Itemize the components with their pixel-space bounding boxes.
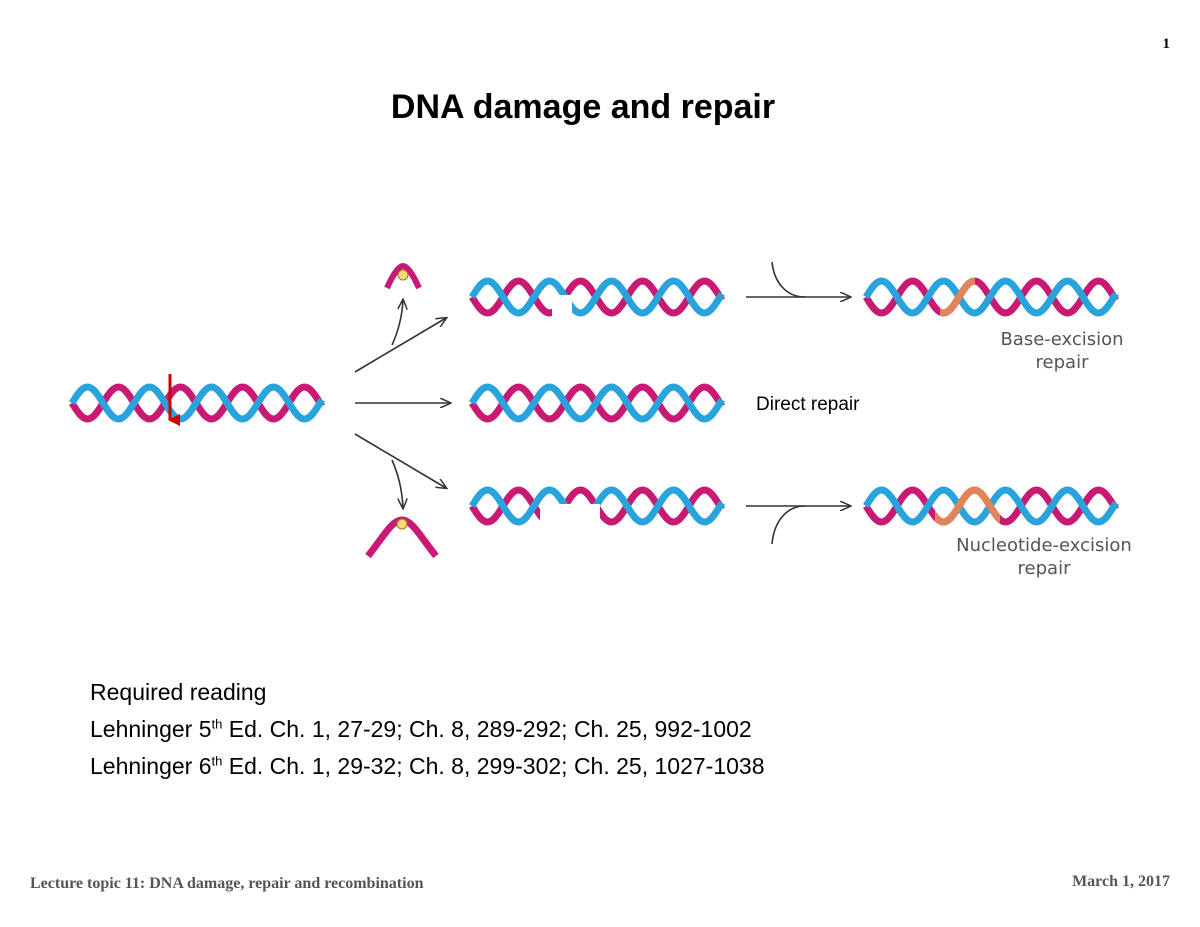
- reading-line-5th: Lehninger 5th Ed. Ch. 1, 27-29; Ch. 8, 2…: [90, 716, 752, 742]
- footer-date: March 1, 2017: [1072, 873, 1170, 890]
- dna-nucleotide-excision-repaired: [863, 486, 1119, 526]
- dna-base-excision-repaired: [863, 277, 1119, 317]
- direct-repair-label: Direct repair: [756, 394, 860, 415]
- excised-oligonucleotide: [365, 516, 439, 559]
- nucleotide-excision-label-1: Nucleotide-excision: [956, 535, 1132, 556]
- nucleotide-excision-label-2: repair: [1018, 558, 1072, 579]
- reading-line-6th: Lehninger 6th Ed. Ch. 1, 29-32; Ch. 8, 2…: [90, 753, 765, 779]
- excised-base-fragment: [384, 262, 422, 290]
- arrow-base-excision-inlet: [771, 261, 806, 298]
- dna-damaged: [69, 383, 325, 423]
- dna-base-excision-intermediate: [469, 277, 725, 317]
- strand-gap: [540, 504, 600, 526]
- arrow-to-nucleotide-excision: [354, 433, 446, 488]
- strand-blue: [863, 277, 1119, 317]
- footer-lecture-topic: Lecture topic 11: DNA damage, repair and…: [30, 875, 424, 892]
- base-excision-label-1: Base-excision: [1000, 329, 1123, 350]
- dna-repair-diagram: Base-excision repair Direct repair Nucle…: [69, 261, 1132, 579]
- repaired-segment: [935, 486, 1000, 526]
- strand-blue: [469, 277, 725, 317]
- page-number: 1: [1162, 36, 1171, 52]
- arrow-nucleotide-excision-inlet: [771, 505, 806, 545]
- slide-title: DNA damage and repair: [390, 88, 776, 126]
- required-reading: Required reading Lehninger 5th Ed. Ch. 1…: [90, 674, 764, 785]
- arrow-to-base-excision: [354, 318, 446, 373]
- reading-heading: Required reading: [90, 679, 267, 705]
- base-excision-label-2: repair: [1036, 352, 1090, 373]
- dna-direct-repair-result: [469, 383, 725, 423]
- strand-blue: [69, 383, 325, 423]
- arrow-release-oligo: [391, 459, 403, 508]
- strand-gap: [552, 295, 572, 317]
- arrow-release-base: [391, 300, 403, 346]
- dna-nucleotide-excision-intermediate: [469, 486, 725, 526]
- strand-blue: [469, 383, 725, 423]
